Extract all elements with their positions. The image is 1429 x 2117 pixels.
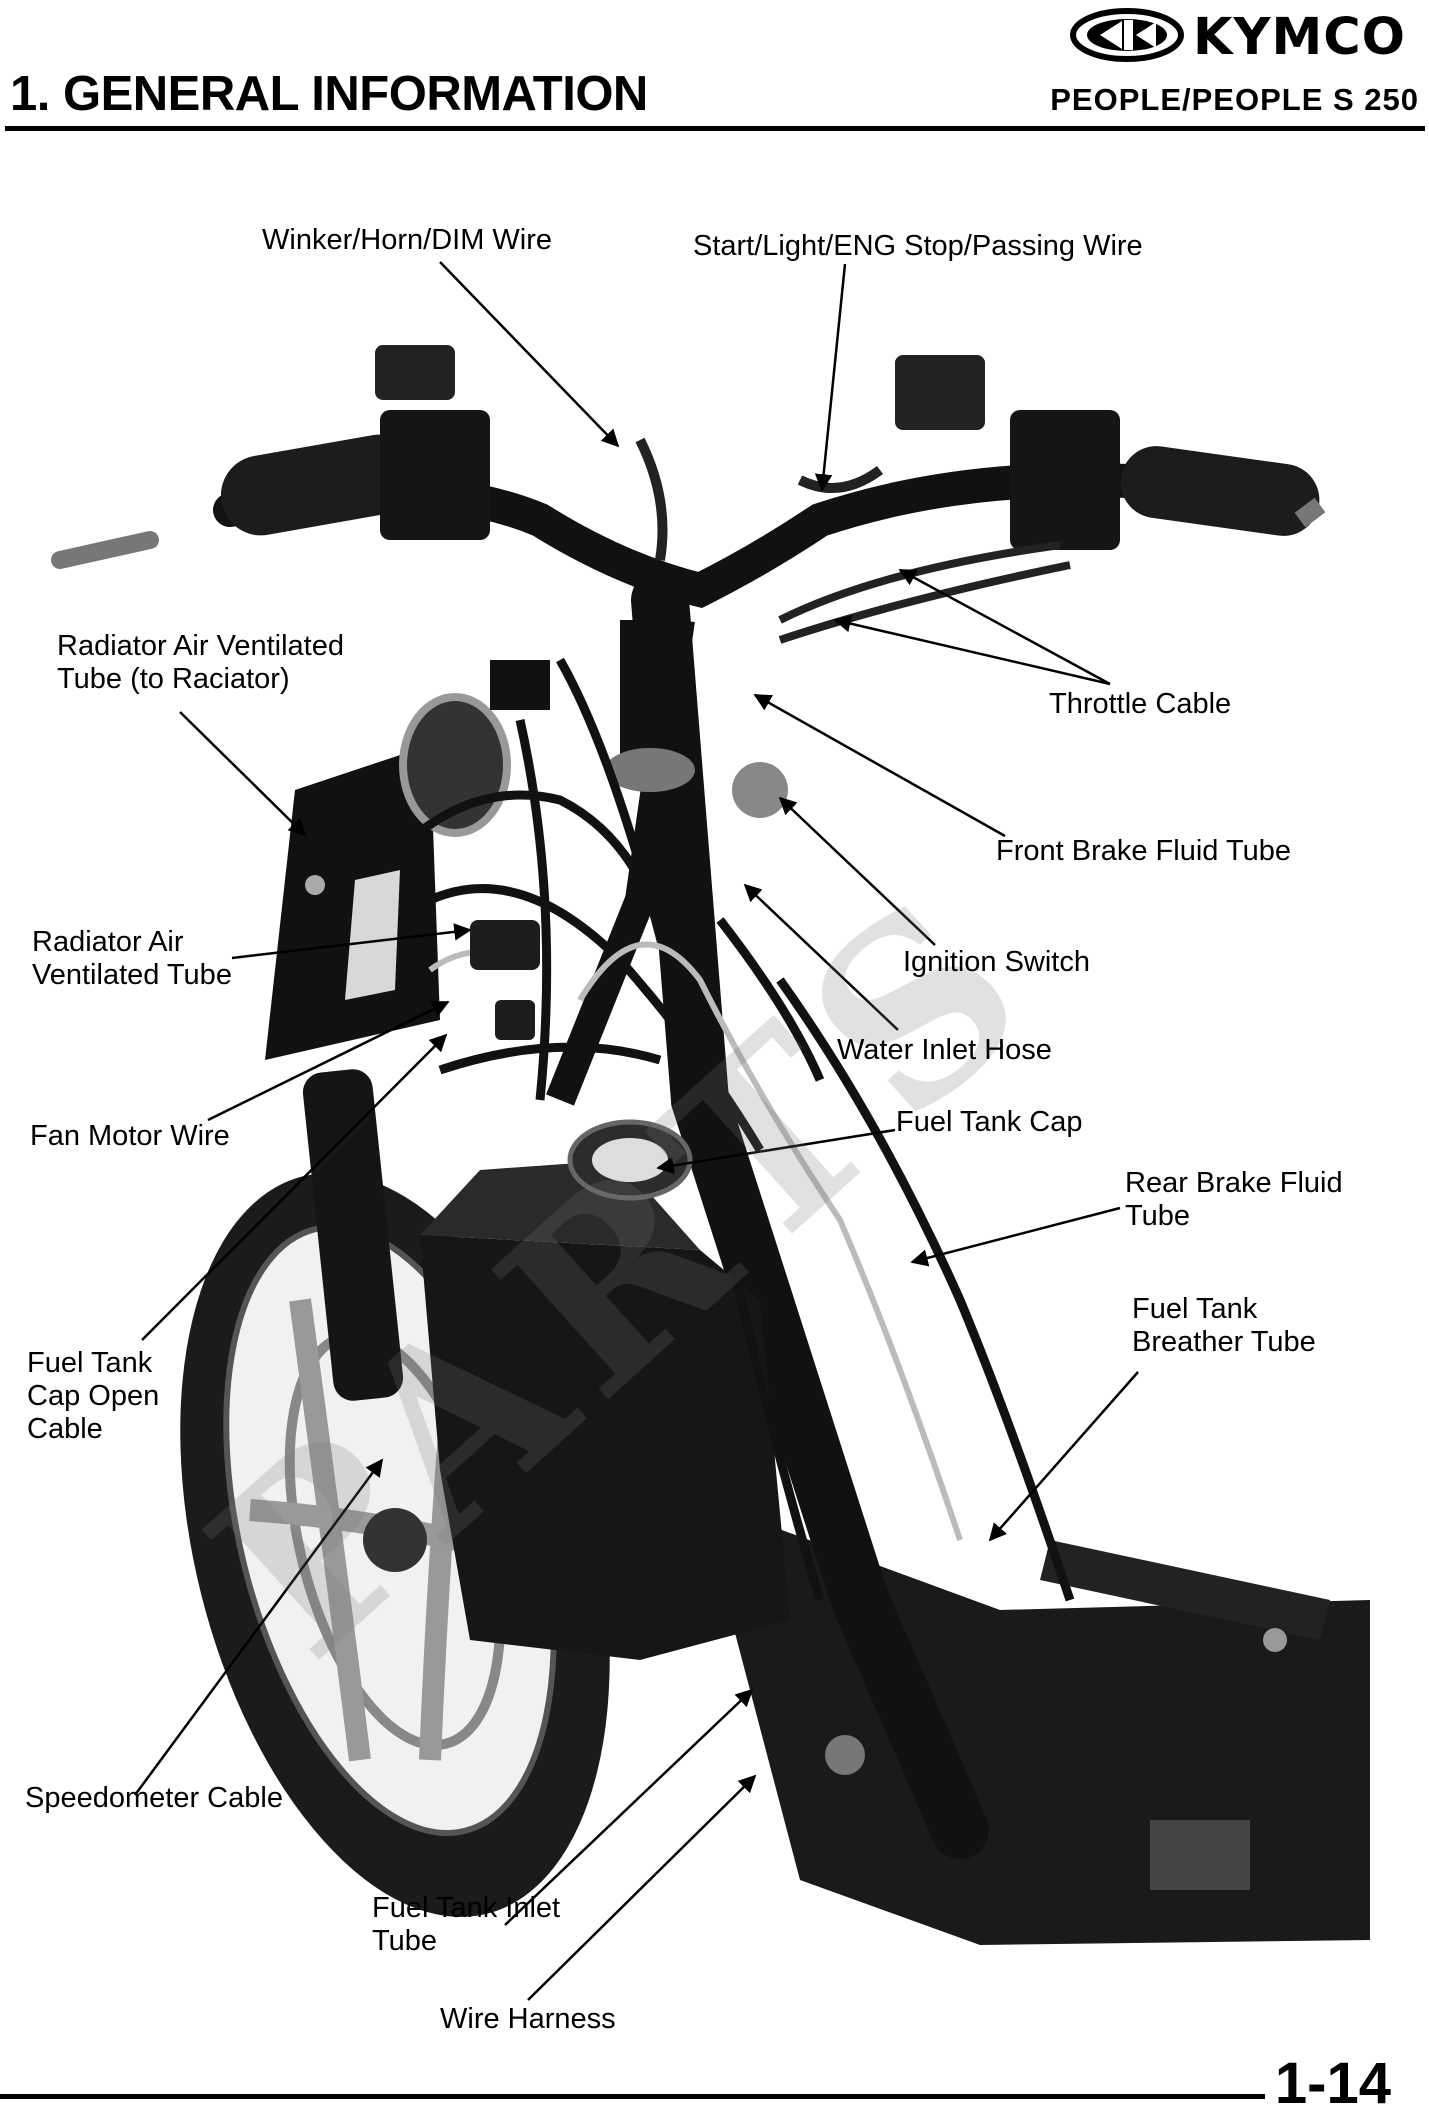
rear-frame [700,1500,1370,1945]
section-title: 1. GENERAL INFORMATION [10,67,648,121]
kymco-logo-text: KYMCO [1193,8,1406,67]
handlebar [51,345,1326,644]
page-number: 1-14 [1274,2051,1391,2116]
footer-rule [0,2094,1265,2099]
label-radiator-air-ventilated-tube: Radiator Air Ventilated Tube [32,926,232,991]
frame-down-tube [631,571,989,1859]
label-rear-brake-fluid-tube: Rear Brake Fluid Tube [1125,1167,1343,1232]
wiring [407,657,1075,1602]
label-fuel-tank-breather-tube: Fuel Tank Breather Tube [1132,1293,1316,1358]
label-winker-horn-dim-wire: Winker/Horn/DIM Wire [262,224,553,256]
scooter-frame-illustration [51,261,1370,2001]
fuel-tank [420,1119,790,1660]
model-name: PEOPLE/PEOPLE S 250 [1050,82,1419,117]
label-speedometer-cable: Speedometer Cable [25,1782,283,1814]
label-throttle-cable: Throttle Cable [1049,688,1232,720]
label-fuel-tank-inlet-tube: Fuel Tank Inlet Tube [372,1892,561,1957]
label-water-inlet-hose: Water Inlet Hose [837,1034,1052,1066]
leader-lines [133,261,1139,2001]
label-fuel-tank-cap: Fuel Tank Cap [896,1106,1083,1138]
kymco-logo: KYMCO [1070,6,1418,67]
kymco-logo-mark-icon [1070,8,1184,62]
label-start-light-eng-stop-passing-wire: Start/Light/ENG Stop/Passing Wire [693,230,1143,262]
label-front-brake-fluid-tube: Front Brake Fluid Tube [996,835,1291,867]
label-wire-harness: Wire Harness [440,2003,616,2035]
label-fan-motor-wire: Fan Motor Wire [30,1120,230,1152]
radiator [265,745,440,1060]
header-rule [5,126,1425,131]
label-ignition-switch: Ignition Switch [903,946,1090,978]
label-radiator-air-ventilated-tube-to-radiator: Radiator Air Ventilated Tube (to Raciato… [57,630,344,695]
label-fuel-tank-cap-open-cable: Fuel Tank Cap Open Cable [27,1347,160,1445]
